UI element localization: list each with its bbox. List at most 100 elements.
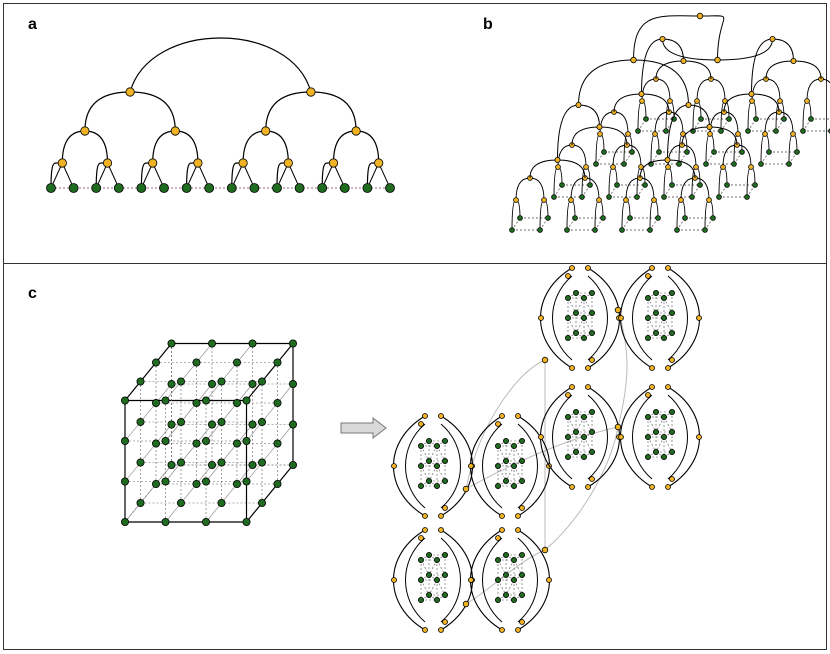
internal-node [630, 56, 637, 64]
panel-c-hierarchy [391, 265, 702, 633]
leaf-node [417, 577, 424, 584]
leaf-node [161, 396, 170, 405]
internal-node [597, 131, 603, 137]
lattice-edge [205, 383, 253, 442]
internal-node [569, 365, 575, 371]
leaf-node [425, 477, 432, 484]
cluster-edge [632, 275, 653, 361]
cluster-edge [482, 537, 503, 623]
cluster-dashed-edge [420, 465, 430, 482]
lattice-edge [165, 424, 213, 482]
tree-edge [772, 38, 794, 62]
tree-edge [751, 38, 773, 95]
tree-edge [641, 38, 663, 95]
cluster-edge [655, 78, 671, 102]
internal-node [790, 58, 797, 65]
mini-cluster [661, 142, 703, 200]
leaf-node [167, 379, 176, 388]
cluster-edge [571, 144, 587, 168]
leaf-node [565, 294, 572, 301]
internal-node [714, 56, 721, 64]
internal-node [499, 513, 505, 519]
cluster-dashed-edge [567, 317, 577, 334]
internal-node [495, 535, 501, 541]
leaf-node [710, 215, 716, 221]
leaf-node [519, 437, 526, 444]
leaf-node [661, 314, 668, 321]
tree-edge [578, 104, 600, 128]
cluster-edge [820, 78, 830, 84]
mini-cluster [758, 109, 800, 167]
internal-node [639, 98, 645, 104]
cluster-dashed-edge [567, 416, 577, 433]
internal-node [696, 315, 702, 321]
leaf-node [417, 482, 424, 489]
leaf-node [441, 437, 448, 444]
leaf-node [257, 377, 266, 386]
internal-node [680, 58, 687, 65]
internal-node [585, 265, 591, 271]
lattice-edge [165, 343, 213, 401]
cluster-dashed-edge [428, 579, 438, 596]
cluster-edge [667, 275, 688, 361]
cluster-dashed-edge [663, 416, 673, 433]
leaf-node [718, 128, 724, 134]
leaf-node [417, 462, 424, 469]
leaf-node [653, 309, 660, 316]
leaf-node [217, 417, 226, 426]
tree-edge [84, 130, 109, 164]
mini-cluster [619, 175, 661, 233]
internal-node [565, 273, 571, 279]
leaf-node [502, 572, 509, 579]
leaf-node [592, 227, 598, 233]
lattice-edge [124, 424, 172, 482]
leaf-node [661, 194, 667, 200]
internal-node [568, 197, 574, 203]
internal-node [102, 158, 113, 168]
leaf-node [581, 433, 588, 440]
leaf-node [656, 149, 662, 155]
leaf-node [653, 408, 660, 415]
internal-node [238, 158, 248, 168]
internal-node [649, 265, 655, 271]
internal-node [748, 164, 754, 170]
leaf-node [207, 460, 216, 469]
tree-edge [688, 104, 710, 128]
cluster-edge [552, 275, 573, 361]
internal-node [538, 315, 544, 321]
leaf-node [248, 420, 257, 429]
leaf-node [537, 227, 543, 233]
leaf-node [151, 358, 160, 367]
tree-edge [683, 60, 712, 80]
leaf-node [519, 457, 526, 464]
leaf-node [744, 194, 750, 200]
panel-c-cube [121, 339, 297, 527]
mini-cluster [745, 76, 787, 134]
leaf-node [248, 460, 257, 469]
tree-edge [765, 60, 794, 80]
tree-edge [571, 126, 600, 146]
leaf-node [786, 161, 792, 167]
cluster-edge [482, 423, 503, 509]
leaf-node [232, 398, 241, 407]
cluster-edge [599, 111, 615, 135]
cluster-dashed-edge [513, 579, 523, 596]
leaf-node [494, 462, 501, 469]
eye-cluster [618, 265, 702, 371]
lattice-edge [205, 424, 253, 482]
cluster-edge [751, 78, 767, 102]
cluster-edge [440, 537, 461, 623]
internal-node [283, 158, 293, 168]
leaf-node [645, 413, 652, 420]
cluster-dashed-edge [513, 465, 523, 482]
eye-cluster [538, 384, 622, 490]
leaf-node [669, 329, 676, 336]
leaf-node [573, 448, 580, 455]
tree-root-edge [633, 15, 701, 61]
leaf-node [159, 183, 169, 193]
tree-edge [709, 126, 738, 146]
leaf-node [151, 479, 160, 488]
internal-node [652, 131, 658, 137]
leaf-node [113, 183, 124, 193]
cluster-edge [806, 78, 822, 102]
